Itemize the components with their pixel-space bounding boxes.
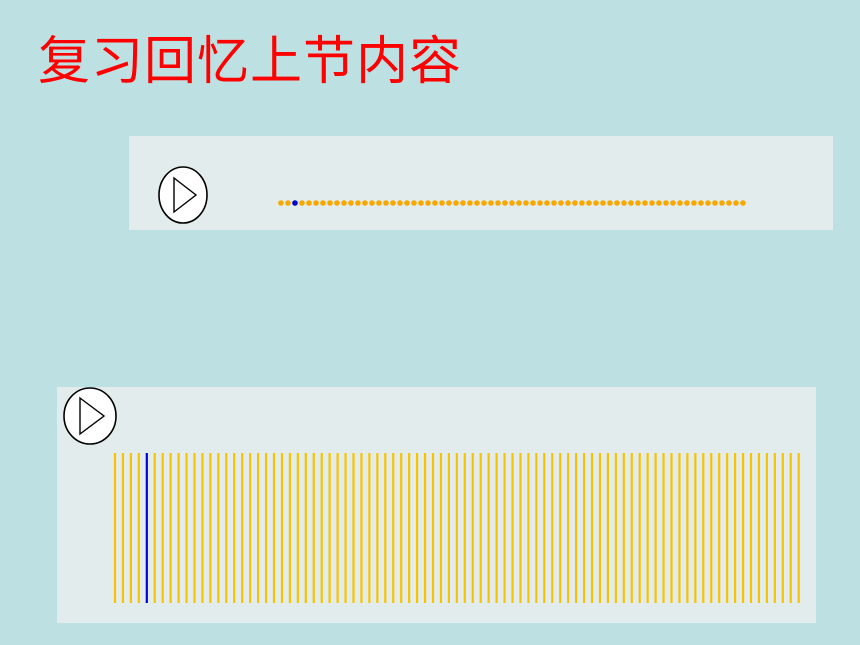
dot [341,200,347,206]
dot [474,200,480,206]
dot [320,200,326,206]
dot [628,200,634,206]
dot [656,200,662,206]
slide-title: 复习回忆上节内容 [38,32,463,92]
dot [586,200,592,206]
dot [383,200,389,206]
dot [677,200,683,206]
dot [740,200,746,206]
line-animation-panel [57,387,816,623]
dot [523,200,529,206]
dot [495,200,501,206]
dot [712,200,718,206]
dot [397,200,403,206]
dot [306,200,312,206]
play-icon[interactable] [62,386,118,446]
dot [635,200,641,206]
dot [551,200,557,206]
line-sequence [113,453,800,603]
dot [572,200,578,206]
dot [488,200,494,206]
dot [579,200,585,206]
play-icon[interactable] [157,165,209,225]
dot [516,200,522,206]
dot [600,200,606,206]
dot [621,200,627,206]
dot [425,200,431,206]
dot [698,200,704,206]
dot [726,200,732,206]
dot [418,200,424,206]
dot [642,200,648,206]
dot [565,200,571,206]
dot [614,200,620,206]
dot [369,200,375,206]
dot [432,200,438,206]
dot [593,200,599,206]
dot [467,200,473,206]
dot [355,200,361,206]
dot [705,200,711,206]
dot [327,200,333,206]
dot [348,200,354,206]
dot [453,200,459,206]
dot [544,200,550,206]
dot [481,200,487,206]
dot [684,200,690,206]
dot-animation-panel [129,136,833,230]
dot [733,200,739,206]
dot [502,200,508,206]
dot [719,200,725,206]
dot [285,200,291,206]
highlighted-dot [292,200,298,206]
dot [607,200,613,206]
dot [404,200,410,206]
dot [299,200,305,206]
dot [278,200,284,206]
dot [663,200,669,206]
dot [446,200,452,206]
dot [362,200,368,206]
dot [691,200,697,206]
dot [411,200,417,206]
dot [313,200,319,206]
dot [439,200,445,206]
dot [509,200,515,206]
dot [649,200,655,206]
dot [530,200,536,206]
dot [558,200,564,206]
dot [376,200,382,206]
dot [670,200,676,206]
dot [537,200,543,206]
dot-sequence [278,200,746,206]
dot [390,200,396,206]
dot [460,200,466,206]
dot [334,200,340,206]
